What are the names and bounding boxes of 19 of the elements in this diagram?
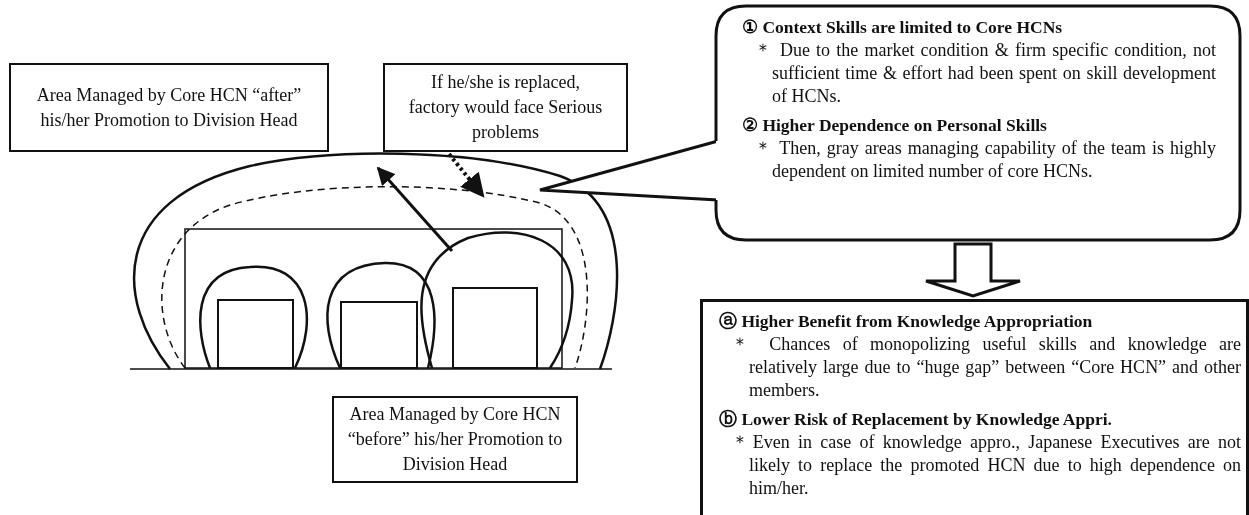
heading: ⓑ Lower Risk of Replacement by Knowledge Appri. bbox=[719, 408, 1113, 431]
note-text: ＊ Due to the market condition & firm specific condition, not sufficient time & effort had been spent on skill development of HCNs. bbox=[753, 39, 1216, 108]
note-text: ＊ Chances of monopolizing useful skills and knowledge are relatively large due to “huge gap” between “Core HCN” and other members. bbox=[730, 333, 1241, 402]
block-arrow bbox=[924, 242, 1022, 298]
summary-box bbox=[700, 299, 1249, 515]
callout-box bbox=[9, 63, 329, 152]
box-text: If he/she is replaced, factory would face Serious problems bbox=[407, 71, 604, 144]
speech-bubble bbox=[716, 4, 1242, 242]
callout-box bbox=[383, 63, 628, 152]
heading: ⓐ Higher Benefit from Knowledge Appropriation bbox=[719, 310, 1094, 333]
heading: ② Higher Dependence on Personal Skills bbox=[742, 114, 1048, 137]
heading: ① Context Skills are limited to Core HCNs bbox=[742, 16, 1064, 39]
callout-box bbox=[332, 396, 578, 483]
note-text: ＊Even in case of knowledge appro., Japanese Executives are not likely to replace the promoted HCN due to high dependence on him/her. bbox=[730, 431, 1241, 500]
arrow bbox=[376, 166, 454, 252]
box-text: Area Managed by Core HCN “after” his/her Promotion to Division Head bbox=[35, 83, 303, 132]
dotted-arrow bbox=[447, 152, 485, 198]
box-text: Area Managed by Core HCN “before” his/her Promotion to Division Head bbox=[346, 403, 564, 476]
note-text: ＊ Then, gray areas managing capability of the team is highly dependent on limited number of core HCNs. bbox=[753, 137, 1216, 183]
